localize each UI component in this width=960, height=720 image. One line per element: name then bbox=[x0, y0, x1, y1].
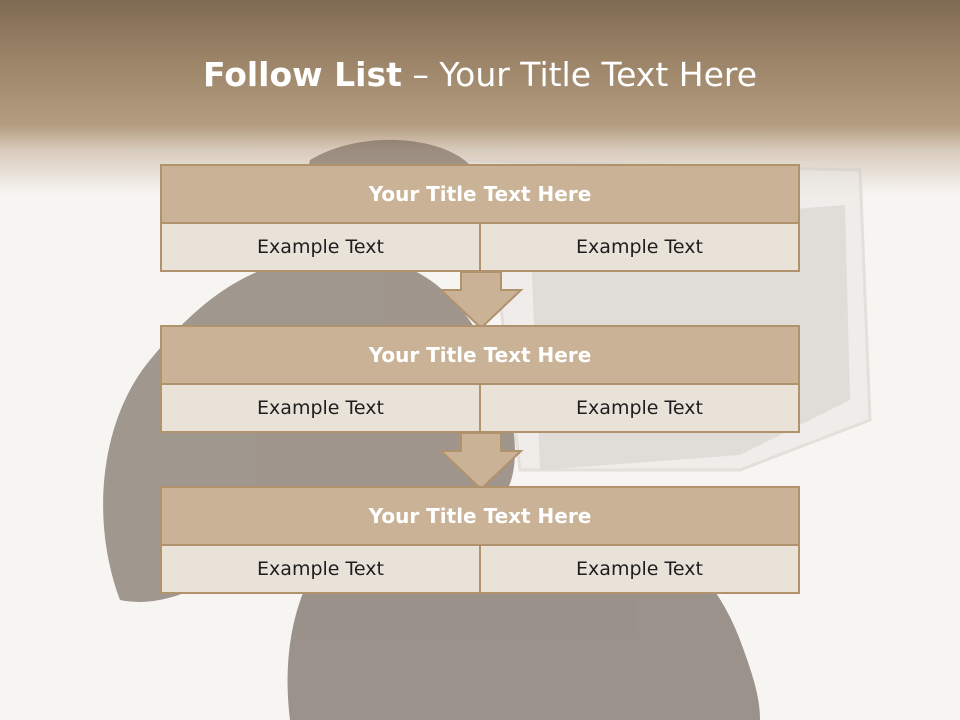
down-arrow-icon bbox=[438, 271, 524, 330]
block-row: Example Text Example Text bbox=[162, 546, 798, 592]
block-title: Your Title Text Here bbox=[162, 488, 798, 546]
block-cell-right: Example Text bbox=[479, 224, 798, 270]
block-cell-left: Example Text bbox=[162, 546, 479, 592]
title-rest: – Your Title Text Here bbox=[401, 55, 758, 94]
block-cell-left: Example Text bbox=[162, 224, 479, 270]
flow-block-3: Your Title Text Here Example Text Exampl… bbox=[160, 486, 800, 594]
flow-block-2: Your Title Text Here Example Text Exampl… bbox=[160, 325, 800, 433]
flow-block-1: Your Title Text Here Example Text Exampl… bbox=[160, 164, 800, 272]
block-row: Example Text Example Text bbox=[162, 385, 798, 431]
block-cell-right: Example Text bbox=[479, 385, 798, 431]
block-title: Your Title Text Here bbox=[162, 327, 798, 385]
page-title: Follow List – Your Title Text Here bbox=[0, 55, 960, 94]
block-title: Your Title Text Here bbox=[162, 166, 798, 224]
title-bold: Follow List bbox=[202, 55, 402, 94]
block-cell-left: Example Text bbox=[162, 385, 479, 431]
block-cell-right: Example Text bbox=[479, 546, 798, 592]
down-arrow-icon bbox=[438, 432, 524, 491]
block-row: Example Text Example Text bbox=[162, 224, 798, 270]
